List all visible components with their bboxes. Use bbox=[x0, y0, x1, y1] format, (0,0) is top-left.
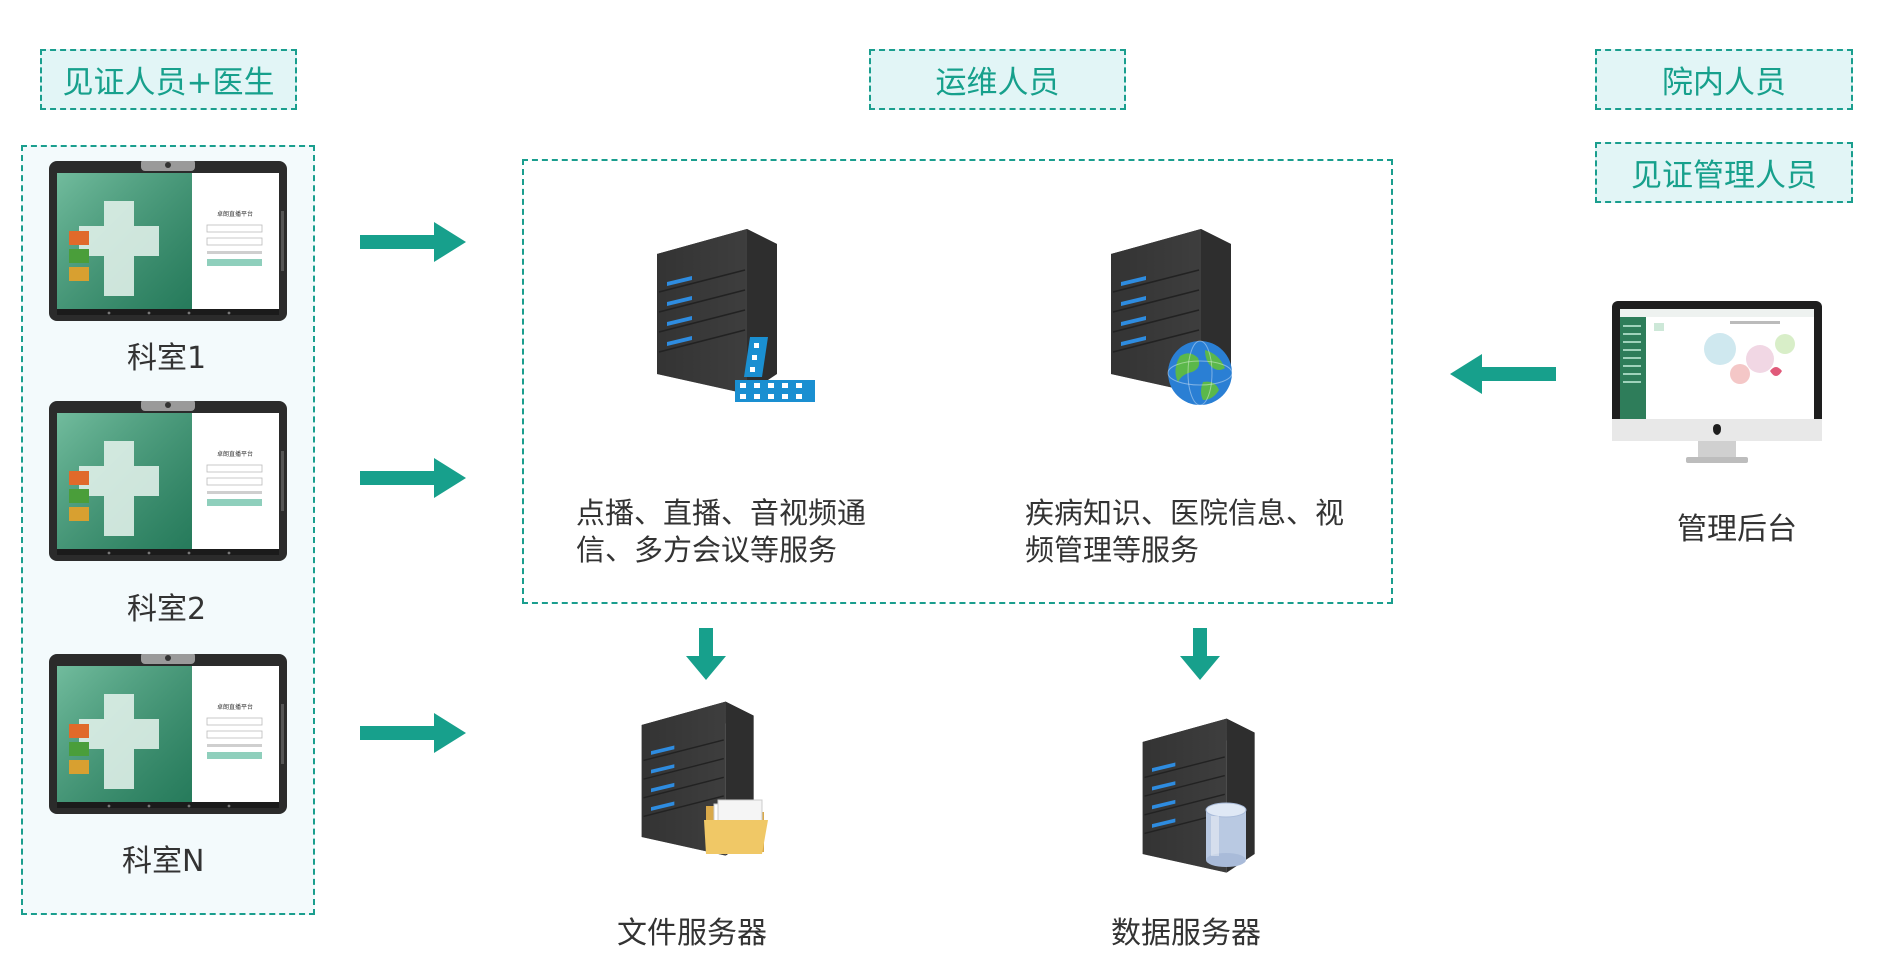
streaming-service-text: 点播、直播、音视频通信、多方会议等服务 bbox=[576, 496, 867, 567]
arrow-right-icon bbox=[360, 222, 466, 262]
knowledge-service-text: 疾病知识、医院信息、视频管理等服务 bbox=[1025, 496, 1345, 567]
admin-monitor-icon bbox=[1612, 301, 1822, 463]
room-label-2: 科室2 bbox=[127, 592, 207, 627]
arrow-right-icon bbox=[360, 713, 466, 753]
tag-hospital-staff: 院内人员 bbox=[1595, 49, 1853, 110]
tag-witness-admin: 见证管理人员 bbox=[1595, 142, 1853, 203]
file-server-label: 文件服务器 bbox=[617, 916, 767, 951]
service-panel bbox=[522, 159, 1393, 604]
tag-witness-doctor: 见证人员+医生 bbox=[40, 49, 297, 110]
tablet-device-2 bbox=[49, 401, 287, 561]
film-strip-icon bbox=[735, 337, 815, 402]
arrow-down-icon bbox=[686, 628, 726, 680]
data-server-label: 数据服务器 bbox=[1111, 916, 1261, 951]
arrow-left-icon bbox=[1450, 354, 1556, 394]
tablet-device-n bbox=[49, 654, 287, 814]
folder-icon bbox=[704, 799, 768, 854]
room-label-n: 科室N bbox=[122, 844, 205, 879]
globe-icon bbox=[1167, 340, 1233, 406]
admin-label: 管理后台 bbox=[1677, 512, 1797, 547]
tablet-device-1 bbox=[49, 161, 287, 321]
arrow-right-icon bbox=[360, 458, 466, 498]
arrow-down-icon bbox=[1180, 628, 1220, 680]
tag-ops: 运维人员 bbox=[869, 49, 1126, 110]
room-label-1: 科室1 bbox=[127, 341, 207, 376]
database-icon bbox=[1205, 802, 1247, 867]
